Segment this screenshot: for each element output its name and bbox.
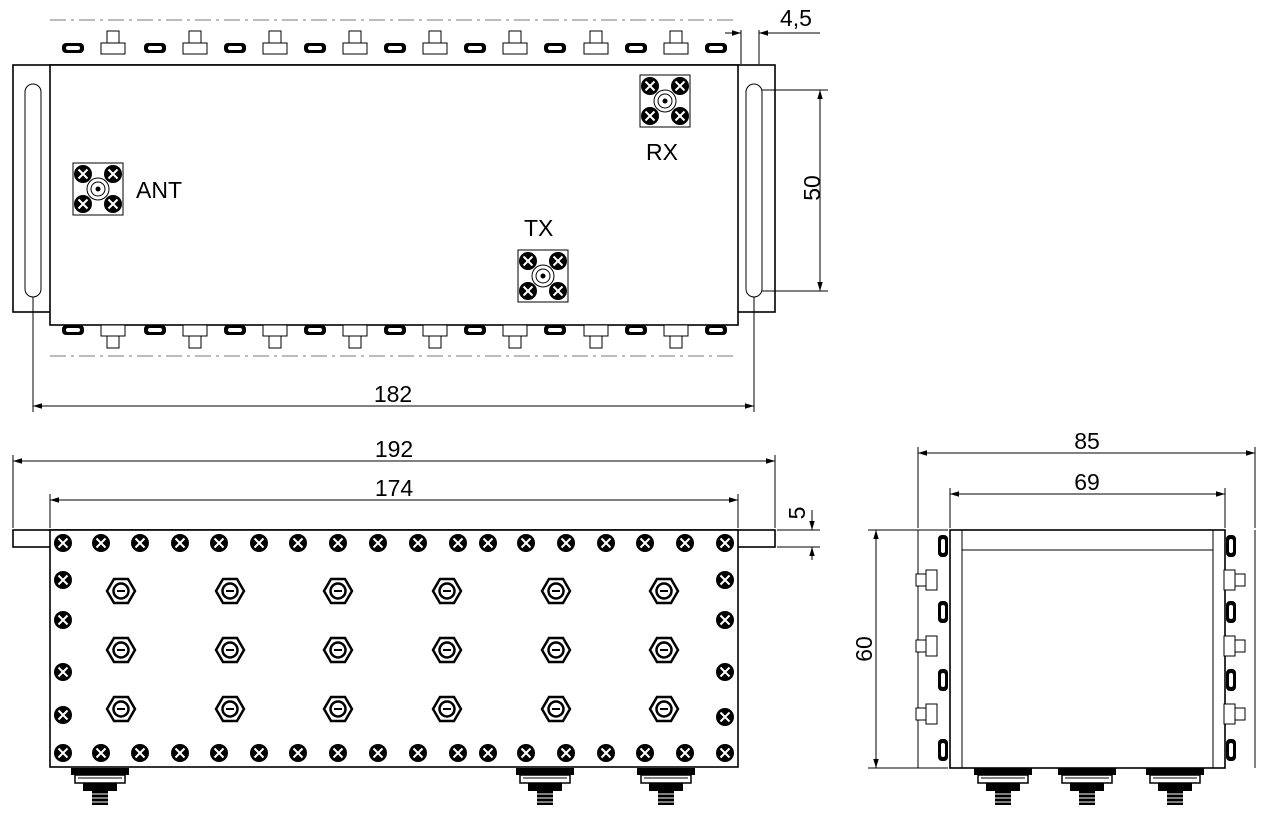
dim-height: 60 xyxy=(851,636,877,662)
top-view: ANT RX TX 4,5 50 182 xyxy=(12,5,828,412)
side-view: 85 69 60 xyxy=(851,428,1256,806)
front-connectors xyxy=(70,767,696,806)
dim-body-length: 174 xyxy=(375,475,414,501)
sma-connector-icon xyxy=(640,75,690,127)
top-edge-screw-row xyxy=(62,30,727,55)
dim-slot-pitch: 182 xyxy=(374,381,412,407)
ant-connector xyxy=(73,163,123,215)
side-body xyxy=(949,529,1226,769)
sma-connector-icon xyxy=(518,250,568,302)
front-view: 192 174 5 xyxy=(12,436,820,806)
tx-connector xyxy=(518,250,568,302)
sma-connector-icon xyxy=(73,163,123,215)
side-left-screws xyxy=(915,535,948,761)
dim-overall-width: 85 xyxy=(1074,428,1100,454)
front-body xyxy=(49,529,739,768)
side-right-screws xyxy=(1223,535,1246,761)
dim-flange-width: 192 xyxy=(375,436,413,462)
dim-ear-thickness: 4,5 xyxy=(780,5,812,31)
rx-label: RX xyxy=(646,139,678,165)
filter-body-top xyxy=(49,64,739,326)
dim-flange-thickness: 5 xyxy=(784,507,810,520)
side-connectors xyxy=(973,767,1205,806)
dim-body-width: 69 xyxy=(1074,469,1100,495)
bottom-edge-screw-row xyxy=(62,324,727,349)
rx-connector xyxy=(640,75,690,127)
tx-label: TX xyxy=(524,215,553,241)
dim-slot-spacing: 50 xyxy=(799,175,825,201)
ant-label: ANT xyxy=(136,177,182,203)
